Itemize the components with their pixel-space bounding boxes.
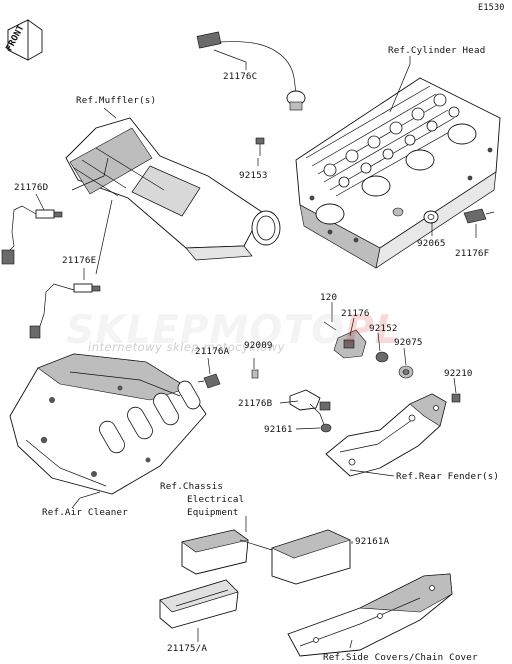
part-21175a: 21175/A: [167, 643, 208, 654]
part-92161a: 92161A: [355, 536, 390, 547]
part-92153: 92153: [239, 170, 268, 181]
ref-side-covers: Ref.Side Covers/Chain Cover: [323, 652, 478, 663]
sensor-21176e-drawing: [29, 283, 101, 339]
part-21176f: 21176F: [455, 248, 490, 259]
sensor-21176d-drawing: [1, 205, 63, 265]
part-21176d: 21176D: [14, 182, 49, 193]
clip-92210-drawing: [451, 393, 461, 403]
part-92152: 92152: [369, 323, 398, 334]
ref-chassis-line3: Equipment: [187, 507, 239, 518]
watermark-subtitle: internetowy sklep motocyklowy: [88, 340, 285, 354]
sensor-21176-drawing: [333, 329, 367, 359]
part-92161: 92161: [264, 424, 293, 435]
sensor-21176b-drawing: [289, 389, 332, 433]
part-21176b: 21176B: [238, 398, 273, 409]
part-21176e: 21176E: [62, 255, 97, 266]
figure-code: E1530: [478, 3, 505, 13]
bolt-120-drawing: [323, 321, 337, 331]
grommet-92152-drawing: [375, 351, 389, 363]
leader-lines: [35, 49, 477, 649]
sensor-21176c-drawing: [196, 31, 306, 111]
side-cover-drawing: [287, 573, 453, 657]
air-cleaner-drawing: [9, 353, 207, 495]
relay-21175a-drawing: [159, 579, 239, 629]
part-21176: 21176: [341, 308, 370, 319]
ref-air-cleaner: Ref.Air Cleaner: [42, 507, 128, 518]
part-92009: 92009: [244, 340, 273, 351]
part-21176a: 21176A: [195, 346, 230, 357]
ref-chassis-line1: Ref.Chassis: [160, 481, 224, 492]
part-92065: 92065: [417, 238, 446, 249]
electrical-box-left-drawing: [181, 529, 249, 575]
part-92075: 92075: [394, 337, 423, 348]
front-arrow-icon: [7, 19, 43, 61]
screw-92009-drawing: [251, 369, 259, 379]
ref-chassis-line2: Electrical: [187, 494, 245, 505]
part-21176c: 21176C: [223, 71, 258, 82]
ref-cylinder-head: Ref.Cylinder Head: [388, 45, 486, 56]
electrical-box-right-drawing: [271, 529, 351, 585]
bolt-92153-drawing: [255, 137, 265, 156]
part-120: 120: [320, 292, 338, 303]
grommet-92075-drawing: [398, 365, 414, 379]
washer-92065-drawing: [392, 207, 439, 224]
ref-muffler: Ref.Muffler(s): [76, 95, 157, 106]
muffler-drawing: [65, 117, 281, 261]
watermark-logo: SKLEPMOTOPL: [66, 308, 401, 353]
ref-rear-fender: Ref.Rear Fender(s): [396, 471, 500, 482]
sensor-21176f-drawing: [463, 208, 495, 224]
cylinder-head-drawing: [295, 77, 501, 269]
rear-fender-drawing: [325, 393, 447, 477]
sensor-21176a-drawing: [197, 373, 221, 389]
part-92210: 92210: [444, 368, 473, 379]
